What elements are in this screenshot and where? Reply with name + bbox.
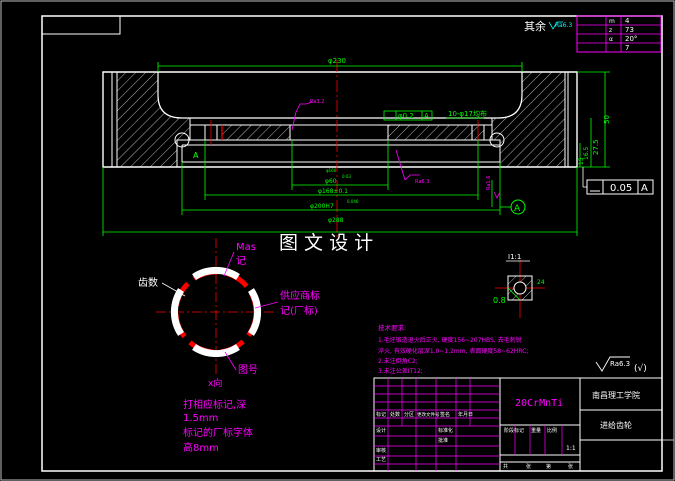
surface-finish-rest-value: Ra6.3 <box>555 22 572 29</box>
dim-288: φ288 <box>328 217 344 224</box>
tb-scale: 1:1 <box>566 445 576 452</box>
datum-a-left: A <box>193 151 199 160</box>
detail-view <box>495 260 545 318</box>
tech-req-0: 1.毛坯锻造退火后正火, 硬度156~207HBS, 去毛刺锐 <box>378 336 522 344</box>
tech-req-1: 淬火, 有效硬化层深1.0~1.2mm, 表面硬度58~62HRC; <box>378 347 528 355</box>
dimensions <box>102 62 610 236</box>
label-mass-2: 记 <box>236 255 246 267</box>
inner-frame <box>41 15 663 472</box>
label-view-x: x向 <box>208 377 222 389</box>
corner-tab <box>41 15 121 35</box>
tb-bottom-2: 第 <box>546 463 551 470</box>
dim-16-5: 16.5 <box>583 146 590 160</box>
flatness-value: 0.05 <box>610 183 632 194</box>
tb-mid-label-0: 标准化 <box>438 427 453 434</box>
dim-200: φ200H7 <box>310 203 334 210</box>
tech-req-3: 3.未注公差IT12; <box>378 367 423 375</box>
roughness-overall-paren: (√) <box>634 363 647 374</box>
tb-bottom-3: 张 <box>568 463 573 470</box>
tech-req-2: 2.未注倒角C2; <box>378 357 418 365</box>
surface-finish-rest: 其余 <box>524 19 546 33</box>
tb-row-label-2: 分区 <box>404 411 414 418</box>
label-factory: 供应商标 <box>280 289 320 302</box>
tb-sub-label-1: 重量 <box>531 427 541 434</box>
tb-sub-label-2: 比例 <box>547 427 557 434</box>
tb-left-label-2: 工艺 <box>376 457 386 463</box>
tb-sub-label-0: 阶段标记 <box>504 427 524 434</box>
param-symbol-2: α <box>609 36 613 43</box>
roughness-right: Ra1.6 <box>486 176 492 190</box>
dim-60: φ60 <box>325 178 337 185</box>
tb-row-label-4: 签名 <box>440 411 450 418</box>
marking-note-1: 打相应标记,深 <box>183 398 246 411</box>
position-tol: φ0.2 <box>398 112 414 120</box>
marking-note-4: 高8mm <box>183 441 219 454</box>
param-value-1: 73 <box>625 26 634 34</box>
tb-row-label-0: 标记 <box>376 411 386 418</box>
tb-bottom-0: 共 <box>503 463 508 470</box>
detail-dim-0-8: 0.8 <box>493 296 506 305</box>
tb-school: 南昌理工学院 <box>592 390 640 400</box>
tb-material: 20CrMnTi <box>515 398 563 409</box>
label-mass: Mas <box>236 242 256 253</box>
param-symbol-0: m <box>609 18 615 25</box>
label-gear-count: 齿数 <box>138 276 158 289</box>
marking-note-2: 1.5mm <box>183 413 218 424</box>
roughness-left: Ra3.2 <box>310 99 324 105</box>
flatness-datum: A <box>641 183 648 194</box>
tb-row-label-3: 更改文件号 <box>417 411 440 418</box>
position-tol-box <box>383 110 433 121</box>
dim-50: 50 <box>603 115 611 124</box>
gear-section-view <box>102 60 578 240</box>
dim-15: 15 <box>578 157 585 165</box>
dim-27-5: 27.5 <box>592 139 600 155</box>
position-tol-datum: A <box>424 112 429 120</box>
tb-mid-label-1: 批准 <box>438 437 448 444</box>
dim-holes: 10-φ17均布 <box>448 109 487 118</box>
marking-view <box>156 238 278 375</box>
surface-finish-symbol <box>548 21 563 30</box>
dim-tol-003: 0.03 <box>342 174 351 179</box>
dim-168: φ168±0.1 <box>318 188 348 195</box>
tb-row-label-1: 处数 <box>390 411 400 418</box>
dim-230: φ230 <box>328 57 346 65</box>
param-symbol-1: z <box>609 27 612 34</box>
param-value-2: 20° <box>625 35 637 43</box>
dim-tol-0046: 0.046 <box>347 199 359 204</box>
tb-part-name: 进给齿轮 <box>600 420 632 430</box>
param-value-0: 4 <box>625 17 630 25</box>
dim-160: φ160 <box>326 168 337 173</box>
watermark-title: 图 文 设 计 <box>279 232 373 254</box>
title-block <box>373 377 663 472</box>
roughness-center: Ra6.3 <box>415 179 429 185</box>
tb-row-label-5: 年月日 <box>458 411 473 418</box>
roughness-overall: Ra6.3 <box>610 360 630 368</box>
gear-params-table: m 4 z 73 α 20° 7 <box>576 15 662 53</box>
tb-left-label-1: 审核 <box>376 447 386 454</box>
tech-req-title: 技术要求: <box>378 323 406 332</box>
tb-left-label-0: 设计 <box>376 427 386 434</box>
tb-bottom-1: 张 <box>526 463 531 470</box>
label-drawing-no: 图号 <box>238 364 258 376</box>
title-block-grid <box>374 378 563 471</box>
label-factory-2: 记(厂标) <box>280 305 318 317</box>
datum-a-circle: A <box>514 204 521 214</box>
param-value-3: 7 <box>625 44 629 52</box>
detail-dim-24: 24 <box>537 279 545 286</box>
marking-note-3: 标记的厂标字体 <box>183 426 253 439</box>
detail-scale: I1:1 <box>508 253 521 261</box>
